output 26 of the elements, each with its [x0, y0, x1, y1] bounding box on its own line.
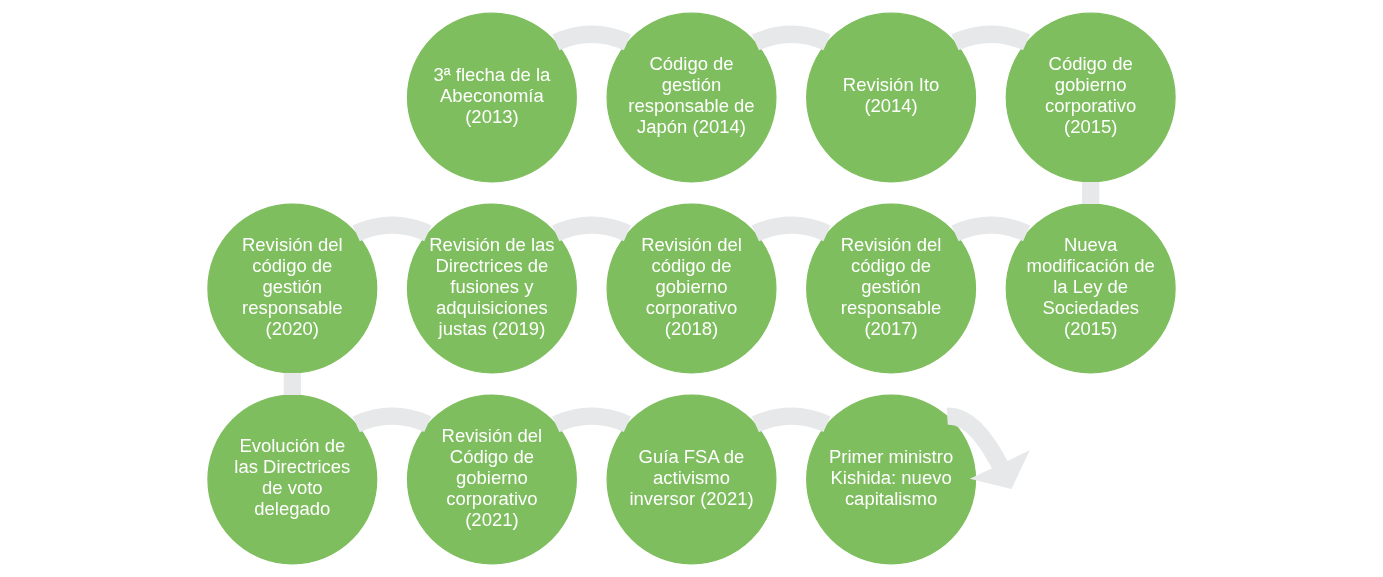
node-circle: Revisión Ito (2014) [806, 12, 977, 183]
node-circle: Primer ministro Kishida: nuevo capitalismo [806, 394, 977, 565]
node-circle: Guía FSA de activismo inversor (2021) [606, 394, 777, 565]
node-circle: Revisión de las Directrices de fusiones y adquisiciones justas (2019) [406, 203, 577, 374]
node-circle: Código de gestión responsable de Japón (2014) [606, 12, 777, 183]
node-circle: Código de gobierno corporativo (2015) [1005, 12, 1176, 183]
connector [752, 407, 831, 433]
connector [951, 25, 1030, 51]
connector [951, 216, 1030, 242]
arrow [947, 407, 1030, 490]
node-circle: 3ª flecha de la Abeconomía (2013) [406, 12, 577, 183]
connector [352, 407, 432, 433]
connector [352, 216, 432, 242]
node-circle: Revisión del código de gobierno corporativo (2018) [606, 203, 777, 374]
connector [752, 25, 831, 51]
node-circle: Nueva modificación de la Ley de Sociedades (2015) [1005, 203, 1176, 374]
connector [552, 407, 631, 433]
connector [752, 216, 831, 242]
connector [552, 216, 631, 242]
node-circle: Revisión del Código de gobierno corporativo (2021) [406, 394, 577, 565]
node-circle: Revisión del código de gestión responsable (2020) [207, 203, 378, 374]
node-circle: Evolución de las Directrices de voto delegado [207, 394, 378, 565]
connector [283, 372, 301, 395]
connector [552, 25, 631, 51]
connector [1082, 182, 1100, 204]
node-circle: Revisión del código de gestión responsable (2017) [806, 203, 977, 374]
